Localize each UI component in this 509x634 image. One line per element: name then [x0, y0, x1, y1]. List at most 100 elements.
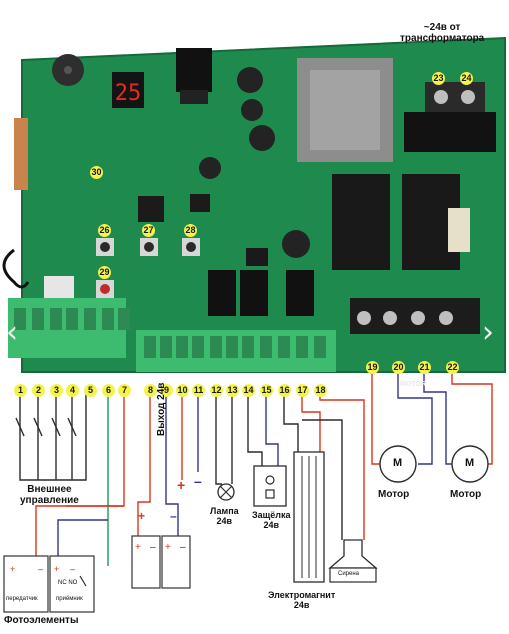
- button-28-cap: [186, 242, 196, 252]
- wire-siren-minus: [302, 419, 343, 540]
- fuse-holder: [404, 112, 496, 152]
- photocells-label: Фотоэлементы: [4, 615, 79, 626]
- transmitter-label: передатчик: [6, 596, 38, 602]
- terminal-number: 13: [226, 384, 239, 397]
- chevron-left-icon[interactable]: ‹: [6, 315, 18, 350]
- switch-2: [33, 417, 43, 437]
- terminal-number: 10: [176, 384, 189, 397]
- electromagnet-label: Электромагнит 24в: [268, 590, 336, 611]
- motor-right-label: Мотор: [450, 489, 482, 500]
- component-beige: [448, 208, 470, 252]
- terminal-slot: [118, 308, 130, 330]
- wire-motor1-b: [397, 372, 433, 465]
- motor-left-label: Мотор: [378, 489, 410, 500]
- terminal-number: 2: [32, 384, 45, 397]
- terminal-slot: [84, 308, 96, 330]
- battery-1-minus: –: [150, 542, 156, 553]
- latch-box: [253, 465, 287, 507]
- wire-battery-plus: [137, 392, 151, 536]
- regulator-chip: [180, 90, 208, 104]
- wire-latch-2: [265, 392, 279, 466]
- motor-left-icon: [379, 445, 417, 483]
- led-display: [112, 72, 144, 108]
- board-number-30: 30: [90, 166, 103, 179]
- heatsink-left: [332, 174, 390, 270]
- button-number-28: 28: [184, 224, 197, 237]
- button-27-cap: [144, 242, 154, 252]
- battery-2-minus: –: [180, 542, 186, 553]
- switch-1: [15, 417, 25, 437]
- terminal-number: 17: [296, 384, 309, 397]
- electromagnet-lines: [301, 456, 317, 578]
- battery-1-plus: +: [135, 542, 141, 553]
- terminal-slot: [176, 336, 188, 358]
- connector-white: [44, 276, 74, 298]
- terminal-slot: [32, 308, 44, 330]
- button-number-27: 27: [142, 224, 155, 237]
- terminal-number: 20: [392, 361, 405, 374]
- wire-magnet-1: [283, 392, 299, 452]
- lamp-label: Лампа 24в: [210, 506, 239, 527]
- wire-battery-minus: [165, 392, 179, 536]
- photocell-tx-minus: –: [38, 564, 43, 574]
- siren-icon: [328, 539, 378, 569]
- terminal-number: 6: [102, 384, 115, 397]
- terminal-number: 4: [66, 384, 79, 397]
- terminal-number: 7: [118, 384, 131, 397]
- photocell-relay-contact: [79, 575, 87, 587]
- terminal-slot: [192, 336, 204, 358]
- battery-1: [131, 535, 161, 589]
- relay-1: [208, 270, 236, 316]
- battery-2-plus: +: [165, 542, 171, 553]
- terminal-slot: [14, 308, 26, 330]
- chevron-right-icon[interactable]: ›: [482, 315, 494, 350]
- terminal-number: 11: [192, 384, 205, 397]
- motor-board-label: MOTOR: [400, 381, 426, 388]
- terminal-slot: [66, 308, 78, 330]
- terminal-number: 22: [446, 361, 459, 374]
- terminal-slots: [14, 308, 326, 358]
- motor-right-icon: [451, 445, 489, 483]
- terminal-slot: [50, 308, 62, 330]
- terminal-number-23: 23: [432, 72, 445, 85]
- terminal-slot: [314, 336, 326, 358]
- terminal-slot: [278, 336, 290, 358]
- microcontroller: [138, 196, 164, 222]
- capacitor-4: [199, 157, 221, 179]
- motor-screw-19: [357, 311, 371, 325]
- terminal-number: 18: [314, 384, 327, 397]
- capacitor-3: [249, 125, 275, 151]
- chip-driver: [246, 248, 268, 266]
- terminal-number: 3: [50, 384, 63, 397]
- transformer-screw-23: [434, 90, 448, 104]
- wire-photocell-plus: [35, 392, 125, 560]
- wire-latch-1: [247, 392, 263, 466]
- led-display-digits: 25: [115, 81, 142, 106]
- wire-magnet-2: [301, 392, 321, 452]
- switch-3: [51, 417, 61, 437]
- terminal-number: 16: [278, 384, 291, 397]
- button-26-cap: [100, 242, 110, 252]
- terminal-slot: [210, 336, 222, 358]
- switch-4: [67, 417, 77, 437]
- antenna-wire: [2, 248, 30, 289]
- photocell-tx-plus: +: [10, 564, 15, 574]
- motor-right-letter: M: [465, 457, 475, 469]
- output-minus-sign: –: [194, 473, 202, 489]
- terminal-slot: [226, 336, 238, 358]
- capacitor-1: [237, 67, 263, 93]
- terminal-number: 21: [418, 361, 431, 374]
- terminal-number-24: 24: [460, 72, 473, 85]
- button-number-29: 29: [98, 266, 111, 279]
- terminal-number: 1: [14, 384, 27, 397]
- latch-slot: [265, 489, 275, 499]
- terminal-block-right: [288, 330, 336, 372]
- motor-screw-22: [439, 311, 453, 325]
- capacitor-2: [241, 99, 263, 121]
- transformer-screw-24: [461, 90, 475, 104]
- battery-wire-minus: –: [170, 509, 177, 523]
- photocell-rx-plus: +: [54, 564, 59, 574]
- terminal-number: 5: [84, 384, 97, 397]
- pcb-outline: [21, 36, 506, 373]
